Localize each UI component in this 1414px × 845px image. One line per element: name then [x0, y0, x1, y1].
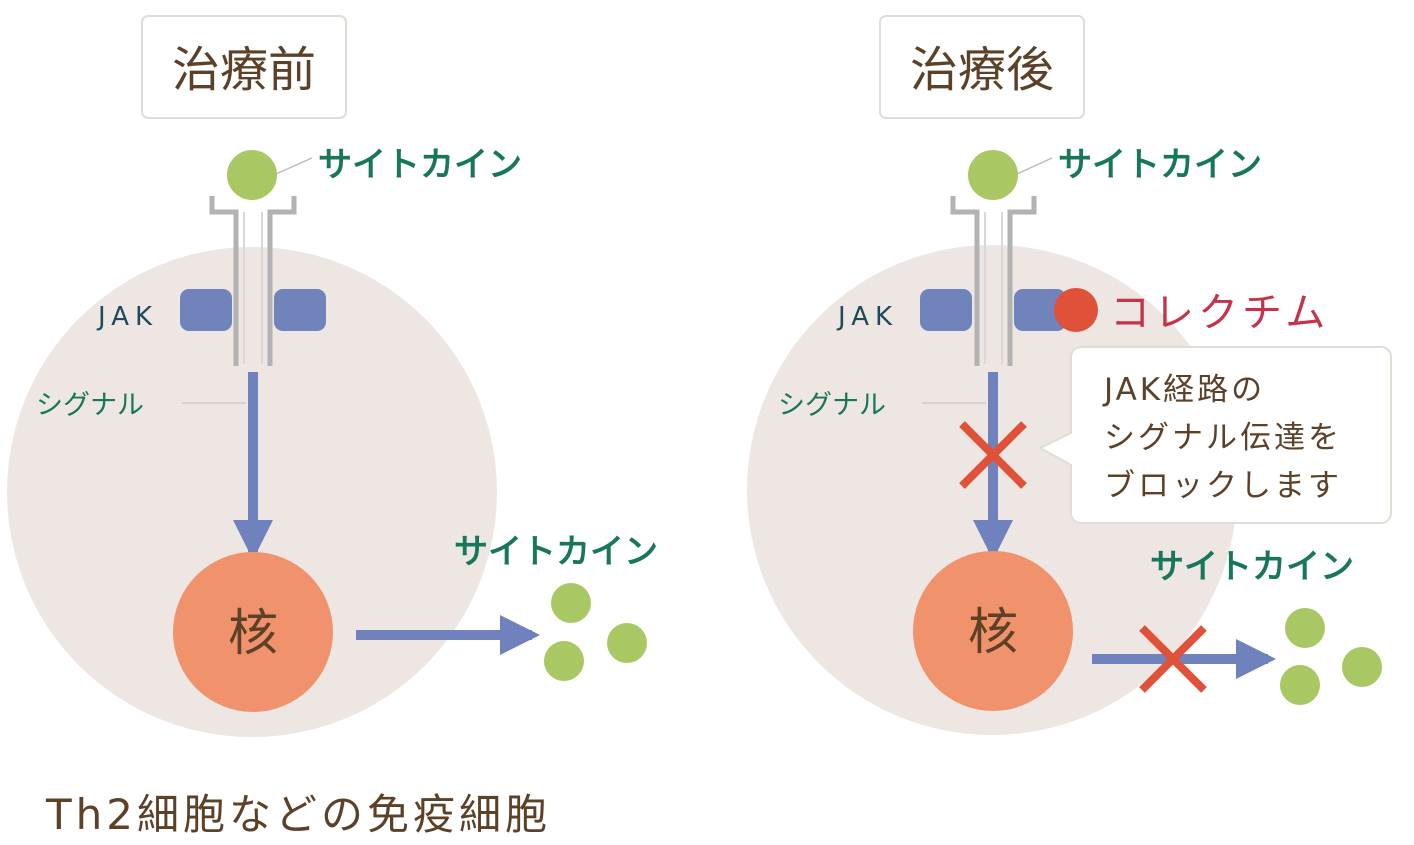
callout-line-3: ブロックします — [1104, 468, 1342, 504]
title-box-before — [141, 15, 347, 119]
jak-label-before: JAK — [96, 302, 158, 332]
nucleus-before — [173, 552, 333, 712]
caption: Th2細胞などの免疫細胞 — [45, 790, 551, 839]
output-cytokine-label-after: サイトカイン — [1150, 547, 1354, 587]
signal-label-after: シグナル — [778, 390, 886, 421]
signal-block-x-icon — [959, 421, 1027, 489]
cytokine-label-before: サイトカイン — [318, 145, 522, 185]
cytokine-leader-line-before — [275, 157, 313, 175]
drug-dot — [1054, 288, 1098, 332]
title-after: 治療後 — [910, 42, 1054, 98]
cytokine-ligand-before — [227, 150, 277, 200]
receptor-inner-after — [984, 212, 1003, 364]
title-before: 治療前 — [172, 42, 316, 98]
panel-after: 治療後 サイトカイン JAK コレクチム シグナル — [747, 15, 1392, 735]
cytokine-label-after: サイトカイン — [1058, 145, 1262, 185]
signal-label-before: シグナル — [36, 390, 144, 421]
receptor-inner-before — [243, 212, 263, 364]
output-cytokine-2-before — [607, 623, 647, 663]
jak-block-left-before — [180, 289, 232, 331]
jak-block-right-before — [274, 289, 326, 331]
receptor-before — [209, 196, 297, 366]
nucleus-after — [913, 551, 1073, 711]
title-box-after — [879, 15, 1085, 119]
output-cytokine-1-after — [1285, 608, 1325, 648]
output-cytokine-2-after — [1342, 647, 1382, 687]
jak-label-after: JAK — [836, 302, 898, 332]
callout-seam-cover — [1070, 434, 1074, 464]
callout-line-2: シグナル伝達を — [1104, 420, 1342, 456]
nucleus-label-after: 核 — [968, 603, 1018, 661]
jak-block-left-after — [920, 289, 972, 331]
receptor-after — [950, 196, 1037, 366]
jak-block-right-after — [1014, 289, 1066, 331]
output-cytokine-3-before — [544, 641, 584, 681]
cytokine-ligand-after — [968, 150, 1018, 200]
output-cytokine-1-before — [551, 583, 591, 623]
cytokine-leader-line-after — [1016, 157, 1053, 175]
output-cytokine-3-after — [1280, 665, 1320, 705]
output-cytokine-label-before: サイトカイン — [454, 532, 658, 572]
panel-before: 治療前 サイトカイン JAK シグナル 核 サイトカイン — [7, 15, 658, 737]
nucleus-label-before: 核 — [228, 604, 278, 662]
callout-line-1: JAK経路の — [1102, 372, 1265, 408]
drug-label: コレクチム — [1110, 290, 1329, 336]
output-block-x-icon — [1139, 625, 1207, 693]
